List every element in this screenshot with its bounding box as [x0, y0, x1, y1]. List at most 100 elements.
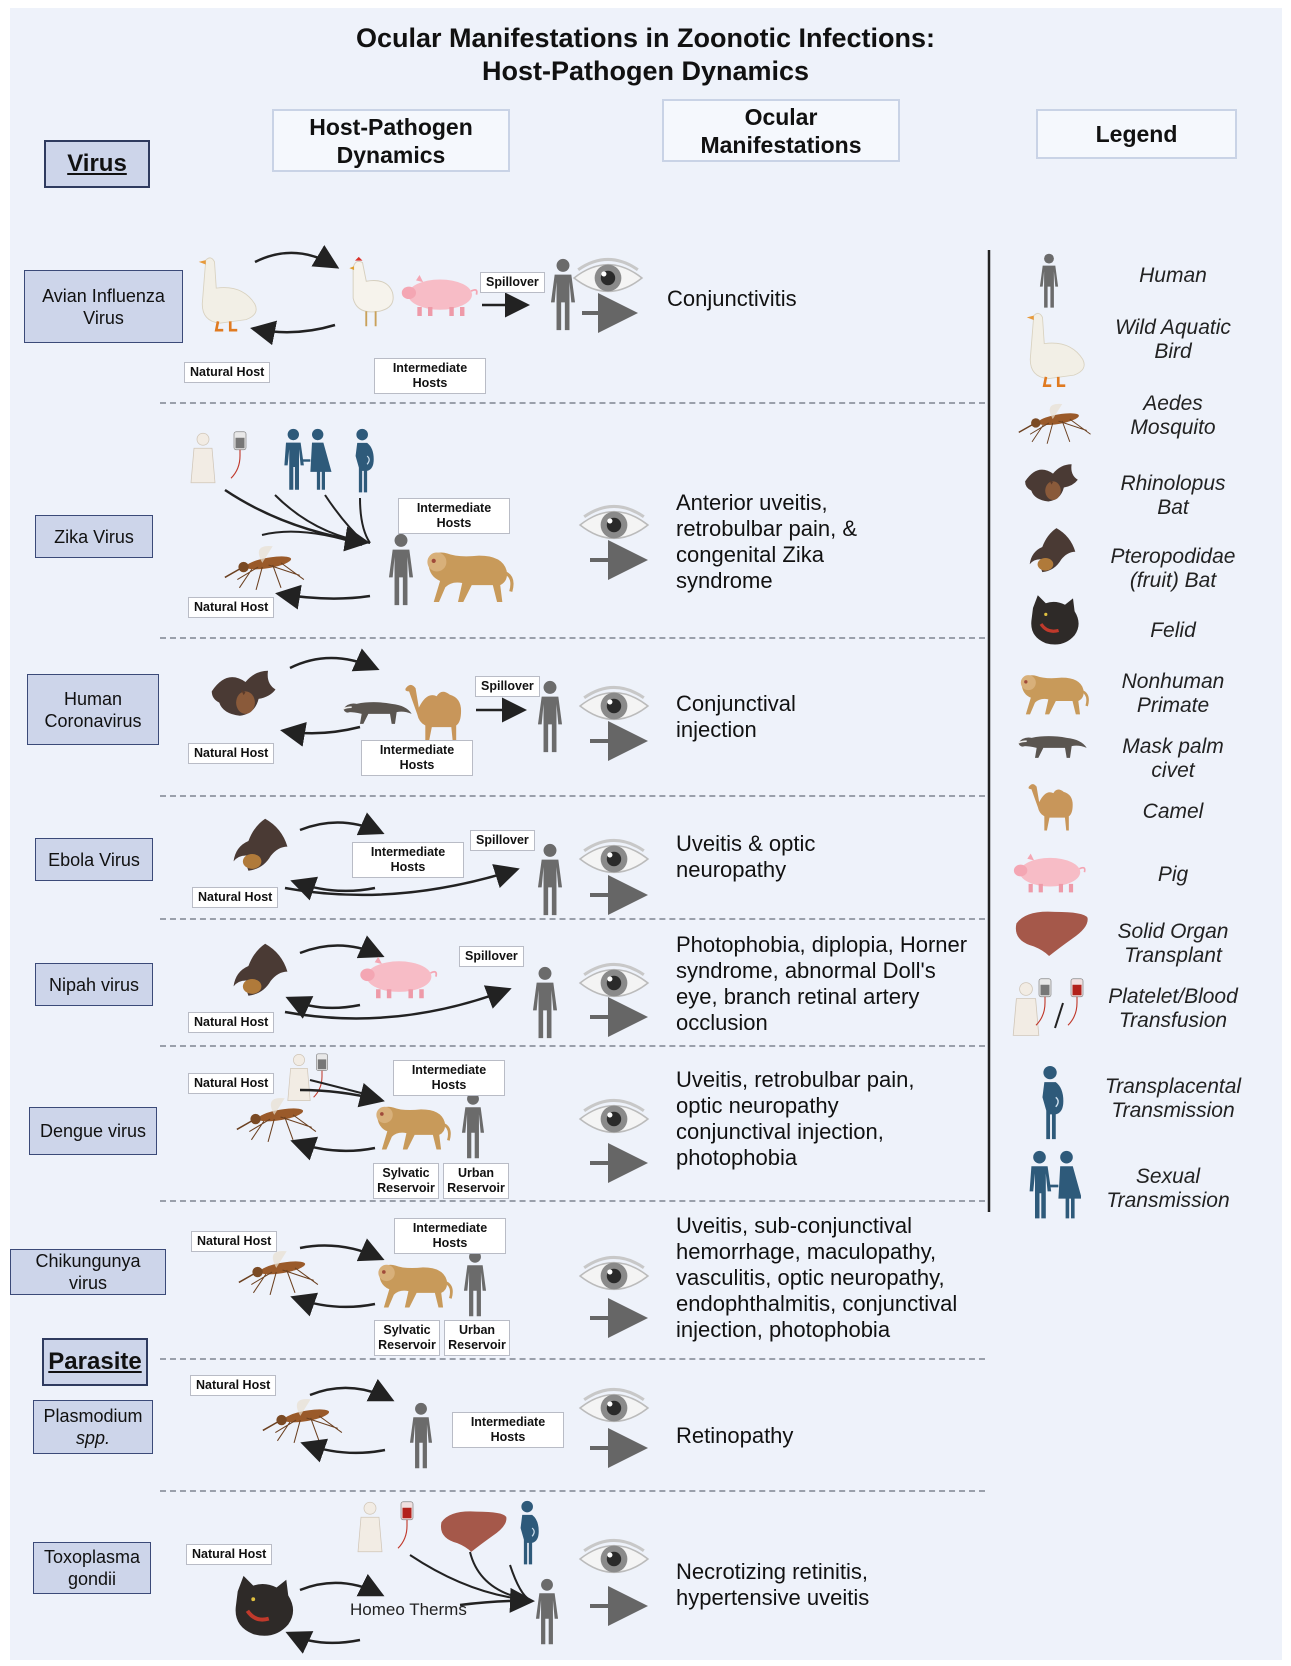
goose-icon — [199, 258, 256, 330]
pregnant-icon — [356, 429, 374, 493]
intermediate-hosts-label: Intermediate Hosts — [352, 842, 464, 878]
mosquito-icon — [263, 1399, 342, 1443]
human-icon — [464, 1251, 486, 1316]
monkey-icon — [427, 552, 512, 602]
legend-label-wild-aquatic-bird: Wild Aquatic Bird — [1078, 316, 1268, 364]
intermediate-hosts-label: Intermediate Hosts — [393, 1060, 505, 1096]
row-divider — [160, 1045, 985, 1047]
legend-camel-icon — [1029, 784, 1073, 830]
plasmodium-species: spp. — [76, 1427, 110, 1449]
pathogen-nipah: Nipah virus — [35, 963, 153, 1006]
mosquito-icon — [225, 546, 304, 590]
camel-icon — [405, 685, 461, 744]
spillover-label: Spillover — [470, 830, 535, 851]
legend-text: Wild Aquatic Bird — [1108, 316, 1238, 364]
parasite-category-box: Parasite — [42, 1338, 148, 1386]
manifestation-dengue: Uveitis, retrobulbar pain, optic neuropa… — [676, 1067, 926, 1171]
mosquito-icon — [237, 1098, 316, 1142]
intermediate-hosts-label: Intermediate Hosts — [374, 358, 486, 394]
pathogen-chikungunya: Chikungunya virus — [10, 1249, 166, 1295]
pathogen-avian-influenza: Avian Influenza Virus — [24, 270, 183, 343]
human-icon — [410, 1403, 432, 1468]
legend-felid-icon — [1031, 595, 1078, 644]
legend-label-human: Human — [1078, 264, 1268, 288]
legend-pregnant-icon — [1042, 1066, 1063, 1139]
natural-host-label: Natural Host — [184, 362, 270, 383]
legend-label-transplacental: Transplacental Transmission — [1078, 1075, 1268, 1123]
eye-icon — [580, 1257, 648, 1289]
manifestation-avian-influenza: Conjunctivitis — [667, 286, 967, 312]
pathogen-coronavirus: Human Coronavirus — [27, 674, 159, 745]
human-icon — [551, 259, 575, 330]
human-icon — [389, 534, 413, 605]
row-divider — [160, 637, 985, 639]
iv-bag-icon — [231, 432, 246, 479]
legend-text: Platelet/Blood Transfusion — [1098, 985, 1248, 1033]
legend-label-mask-palm-civet: Mask palm civet — [1078, 735, 1268, 783]
eye-icon — [580, 1389, 648, 1421]
human-icon — [538, 681, 562, 752]
human-icon — [533, 967, 557, 1038]
pathogen-zika: Zika Virus — [35, 515, 153, 558]
legend-pig-icon — [1014, 854, 1085, 893]
human-icon — [462, 1093, 484, 1158]
legend-label-aedes-mosquito: Aedes Mosquito — [1078, 392, 1268, 440]
manifestation-nipah: Photophobia, diplopia, Horner syndrome, … — [676, 932, 976, 1036]
row-divider — [160, 1490, 985, 1492]
monkey-icon — [376, 1107, 449, 1150]
manifestation-zika: Anterior uveitis, retrobulbar pain, & co… — [676, 490, 881, 594]
intermediate-hosts-label: Intermediate Hosts — [398, 498, 510, 534]
pathogen-plasmodium: Plasmodium spp. — [33, 1400, 153, 1454]
couple-icon — [284, 429, 331, 490]
patient-icon — [358, 1502, 382, 1552]
legend-fruit-bat-icon — [1030, 528, 1076, 572]
row-divider — [160, 918, 985, 920]
row-divider — [160, 402, 985, 404]
eye-icon — [580, 1540, 648, 1572]
natural-host-label: Natural Host — [190, 1375, 276, 1396]
felid-icon — [236, 1576, 293, 1636]
legend-text: Sexual Transmission — [1098, 1165, 1238, 1213]
civet-icon — [343, 702, 411, 724]
eye-icon — [580, 1100, 648, 1132]
dynamics-header: Host-Pathogen Dynamics — [272, 109, 510, 172]
legend-label-pteropodidae-bat: Pteropodidae (fruit) Bat — [1078, 545, 1268, 593]
manifestation-toxoplasma: Necrotizing retinitis, hypertensive uvei… — [676, 1559, 906, 1611]
legend-label-solid-organ: Solid Organ Transplant — [1078, 920, 1268, 968]
legend-label-nonhuman-primate: Nonhuman Primate — [1078, 670, 1268, 718]
manifestation-ebola: Uveitis & optic neuropathy — [676, 831, 841, 883]
legend-bat-icon — [1025, 464, 1078, 501]
eye-icon — [580, 840, 648, 872]
title-line-2: Host-Pathogen Dynamics — [0, 55, 1291, 88]
homeo-therms-label: Homeo Therms — [350, 1600, 467, 1620]
legend-text: Transplacental Transmission — [1098, 1075, 1248, 1123]
intermediate-hosts-label: Intermediate Hosts — [452, 1412, 564, 1448]
monkey-icon — [378, 1265, 451, 1308]
ocular-header: Ocular Manifestations — [662, 99, 900, 162]
intermediate-hosts-label: Intermediate Hosts — [394, 1218, 506, 1254]
manifestation-plasmodium: Retinopathy — [676, 1423, 926, 1449]
title-line-1: Ocular Manifestations in Zoonotic Infect… — [0, 22, 1291, 55]
urban-reservoir-label: Urban Reservoir — [444, 1320, 510, 1356]
pathogen-ebola: Ebola Virus — [35, 838, 153, 881]
natural-host-label: Natural Host — [188, 1012, 274, 1033]
natural-host-label: Natural Host — [188, 743, 274, 764]
natural-host-label: Natural Host — [192, 887, 278, 908]
patient-icon — [191, 433, 215, 483]
legend-label-camel: Camel — [1078, 800, 1268, 824]
natural-host-label: Natural Host — [186, 1544, 272, 1565]
legend-label-pig: Pig — [1078, 863, 1268, 887]
eye-icon — [580, 687, 648, 719]
blood-bag-icon — [398, 1502, 413, 1549]
row-divider — [160, 795, 985, 797]
fruit-bat-icon — [234, 944, 288, 996]
row-divider — [160, 1200, 985, 1202]
intermediate-hosts-label: Intermediate Hosts — [361, 740, 473, 776]
row-divider — [160, 1358, 985, 1360]
urban-reservoir-label: Urban Reservoir — [443, 1163, 509, 1199]
pathogen-toxoplasma: Toxoplasma gondii — [33, 1542, 151, 1594]
mosquito-icon — [239, 1251, 318, 1295]
figure-title: Ocular Manifestations in Zoonotic Infect… — [0, 22, 1291, 88]
chicken-icon — [349, 257, 393, 326]
